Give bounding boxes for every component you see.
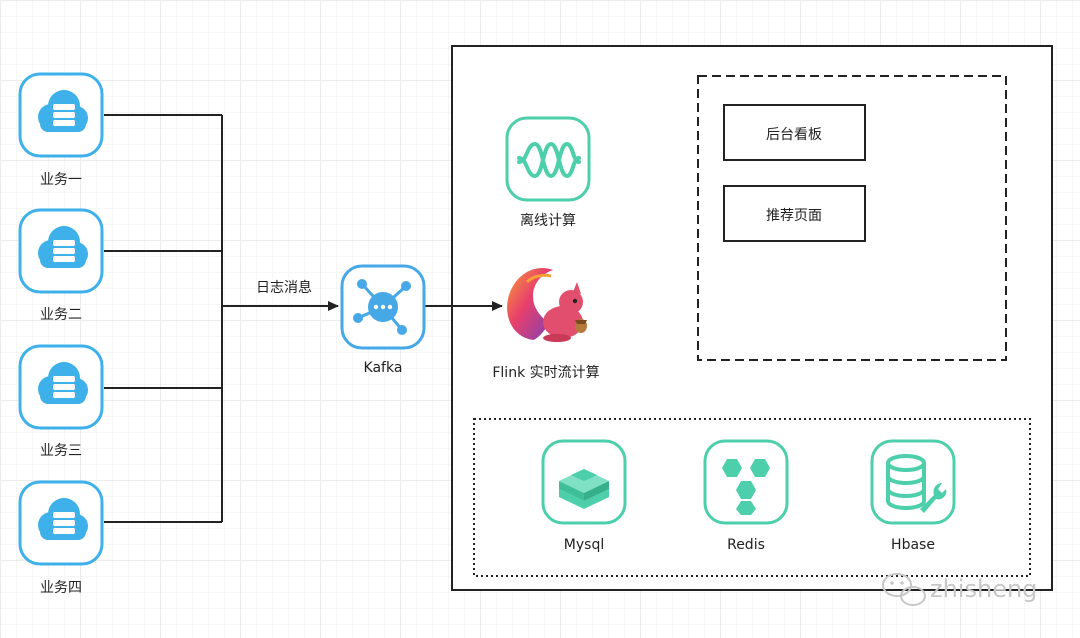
cloud-server-icon <box>18 72 104 158</box>
kafka-node: Kafka <box>340 264 426 376</box>
hexagon-cluster-icon <box>703 439 789 525</box>
recommend-page-box: 推荐页面 <box>723 185 866 242</box>
recommend-page-label: 推荐页面 <box>766 208 822 224</box>
wave-icon <box>505 116 591 202</box>
display-group <box>697 75 1007 361</box>
business-label: 业务二 <box>40 307 82 323</box>
watermark-text: zhisheng <box>930 575 1037 603</box>
flink-node: Flink 实时流计算 <box>492 267 600 381</box>
cloud-server-icon <box>18 344 104 430</box>
business-node-3: 业务三 <box>18 344 104 459</box>
mysql-label: Mysql <box>564 537 604 553</box>
hbase-node: Hbase <box>870 439 956 553</box>
redis-label: Redis <box>727 537 765 553</box>
watermark: zhisheng <box>882 573 1037 606</box>
network-hub-icon <box>340 264 426 350</box>
mysql-node: Mysql <box>541 439 627 553</box>
business-label: 业务一 <box>40 172 82 188</box>
dashboard-box: 后台看板 <box>723 104 866 161</box>
database-wrench-icon <box>870 439 956 525</box>
cloud-server-icon <box>18 480 104 566</box>
flink-label: Flink 实时流计算 <box>492 365 599 381</box>
redis-node: Redis <box>703 439 789 553</box>
storage-group <box>473 418 1031 577</box>
offline-label: 离线计算 <box>520 212 576 229</box>
database-block-icon <box>541 439 627 525</box>
kafka-label: Kafka <box>364 360 403 376</box>
business-connectors <box>104 114 223 523</box>
business-node-4: 业务四 <box>18 480 104 596</box>
hbase-label: Hbase <box>891 537 935 553</box>
log-message-label: 日志消息 <box>256 279 312 296</box>
wechat-icon <box>882 573 926 606</box>
business-node-2: 业务二 <box>18 208 104 323</box>
business-node-1: 业务一 <box>18 72 104 188</box>
business-label: 业务三 <box>40 443 82 459</box>
business-label: 业务四 <box>40 580 82 596</box>
dashboard-label: 后台看板 <box>766 127 822 143</box>
squirrel-icon <box>507 267 587 342</box>
cloud-server-icon <box>18 208 104 294</box>
offline-node: 离线计算 <box>505 116 591 229</box>
